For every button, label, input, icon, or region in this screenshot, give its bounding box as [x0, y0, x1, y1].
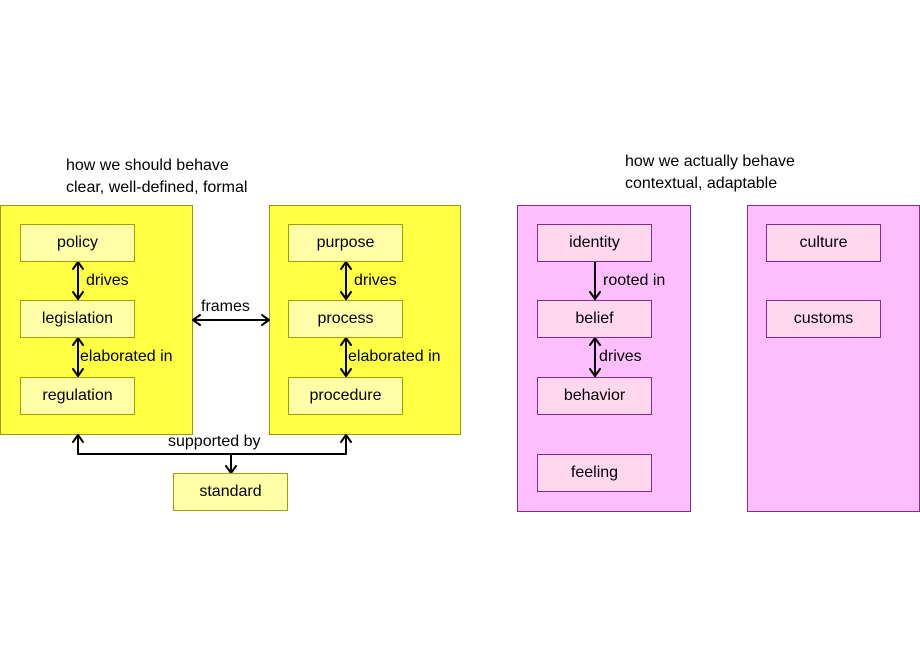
label-belief-behavior: drives: [599, 348, 642, 365]
edge-frames-ends: [192, 314, 270, 326]
label-policy-legislation: drives: [86, 272, 129, 289]
node-legislation[interactable]: legislation: [20, 300, 135, 338]
edge-belief-behavior-ends: [589, 337, 601, 377]
edge-identity-belief-end: [589, 291, 601, 300]
node-identity[interactable]: identity: [537, 224, 652, 262]
node-culture[interactable]: culture: [766, 224, 881, 262]
actual-caption-line1: how we actually behave: [625, 153, 795, 170]
node-feeling[interactable]: feeling: [537, 454, 652, 492]
node-purpose[interactable]: purpose: [288, 224, 403, 262]
edge-legislation-regulation-ends: [72, 337, 84, 377]
edge-purpose-process-ends: [340, 261, 352, 300]
node-process[interactable]: process: [288, 300, 403, 338]
label-identity-belief: rooted in: [603, 272, 666, 289]
edge-policy-legislation-ends: [72, 261, 84, 300]
edge-process-procedure-ends: [340, 337, 352, 377]
node-policy[interactable]: policy: [20, 224, 135, 262]
formal-caption-line1: how we should behave: [66, 157, 229, 174]
node-behavior[interactable]: behavior: [537, 377, 652, 415]
label-legislation-regulation: elaborated in: [80, 348, 173, 365]
node-procedure[interactable]: procedure: [288, 377, 403, 415]
edge-supported-by: [77, 434, 347, 455]
label-supported-by: supported by: [168, 433, 261, 450]
actual-caption: how we actually behave contextual, adapt…: [625, 151, 795, 195]
label-purpose-process: drives: [354, 272, 397, 289]
actual-caption-line2: contextual, adaptable: [625, 175, 778, 192]
node-regulation[interactable]: regulation: [20, 377, 135, 415]
formal-caption-line2: clear, well-defined, formal: [66, 179, 248, 196]
node-belief[interactable]: belief: [537, 300, 652, 338]
node-customs[interactable]: customs: [766, 300, 881, 338]
formal-caption: how we should behave clear, well-defined…: [66, 155, 247, 199]
node-standard[interactable]: standard: [173, 473, 288, 511]
label-frames: frames: [201, 298, 250, 315]
label-process-procedure: elaborated in: [348, 348, 441, 365]
